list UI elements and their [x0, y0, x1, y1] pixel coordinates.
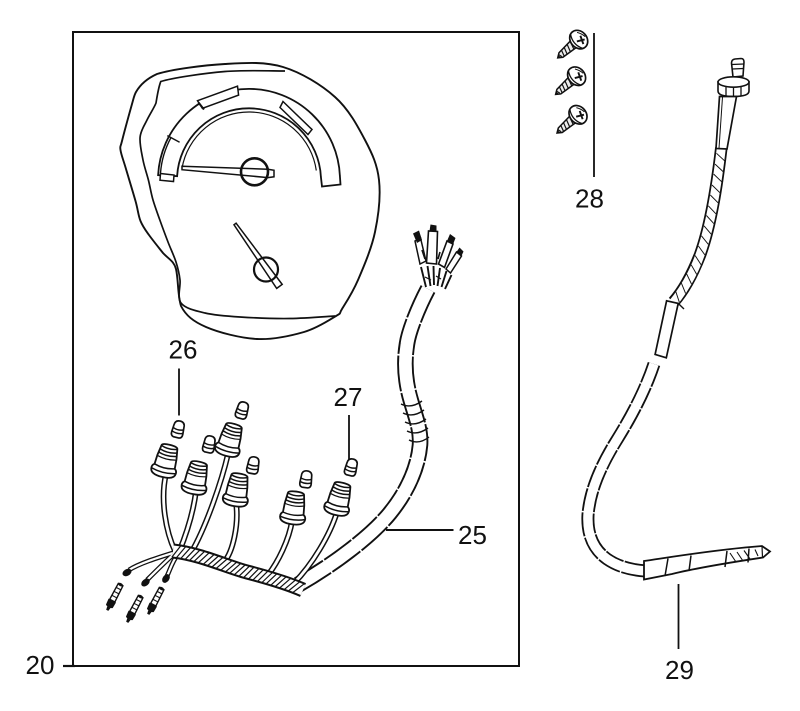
svg-text:28: 28	[575, 184, 604, 214]
svg-text:26: 26	[169, 335, 198, 365]
svg-text:29: 29	[665, 655, 694, 685]
svg-text:27: 27	[334, 382, 363, 412]
svg-text:20: 20	[26, 650, 55, 680]
svg-text:25: 25	[458, 520, 487, 550]
